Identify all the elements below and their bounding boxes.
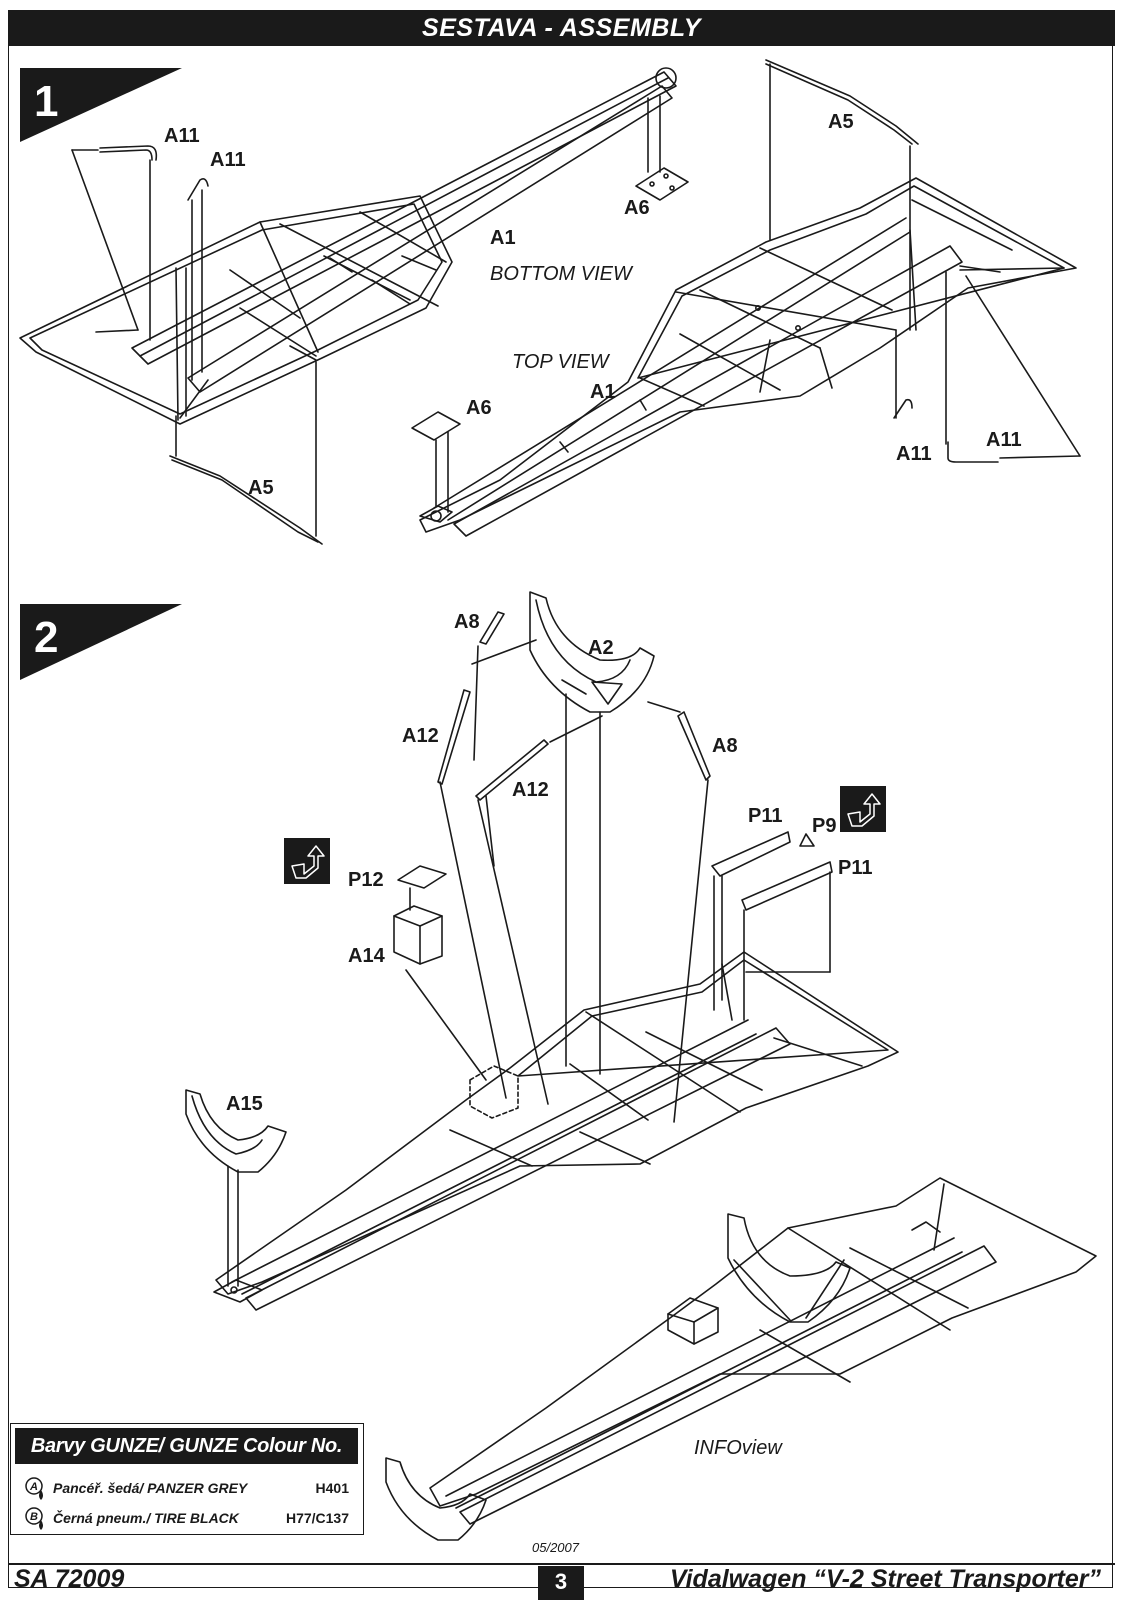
part-a6-bottom: [411, 411, 461, 513]
label-a12-mid: A12: [512, 779, 549, 801]
frame-bottom-view: [19, 67, 677, 425]
legend-title: Barvy GUNZE/ GUNZE Colour No.: [15, 1428, 358, 1464]
colour-legend: Barvy GUNZE/ GUNZE Colour No. A Pancéř. …: [10, 1423, 364, 1535]
frame-step2: [213, 951, 899, 1311]
label-a5-top: A5: [828, 111, 854, 133]
paint-drop-icon: A: [25, 1477, 43, 1500]
label-top-view: TOP VIEW: [512, 351, 611, 373]
label-a14: A14: [348, 945, 386, 967]
label-a11-4: A11: [986, 429, 1022, 451]
part-a15-cradle: [185, 1089, 287, 1287]
info-view-model: [385, 1177, 1097, 1541]
footer-rule: [8, 1563, 1115, 1565]
label-a15: A15: [226, 1093, 263, 1115]
paint-arrow-icon: [284, 838, 330, 884]
step-1-number: 1: [34, 77, 58, 126]
part-p11-p9: [711, 831, 833, 1021]
label-a2: A2: [588, 637, 614, 659]
kit-code: SA 72009: [14, 1565, 125, 1593]
legend-colour-name: Černá pneum./ TIRE BLACK: [53, 1510, 239, 1526]
part-p12-a14: [393, 865, 487, 1081]
frame-top-view: [419, 177, 1077, 537]
svg-text:B: B: [30, 1511, 38, 1523]
step-2-badge: 2: [20, 604, 182, 680]
label-a6-bottom: A6: [466, 397, 492, 419]
label-info-view: INFOview: [694, 1437, 783, 1459]
label-a1-bottom: A1: [490, 227, 516, 249]
label-a8-right: A8: [712, 735, 738, 757]
part-a11-left: [71, 145, 209, 381]
part-a5-bottom: [169, 361, 323, 545]
label-a11-2: A11: [210, 149, 246, 171]
label-p9: P9: [812, 815, 836, 837]
part-a11-right: [893, 271, 1081, 463]
label-a11-3: A11: [896, 443, 932, 465]
label-a6-top: A6: [624, 197, 650, 219]
label-a8-left: A8: [454, 611, 480, 633]
step-2-number: 2: [34, 613, 58, 662]
label-a12-left: A12: [402, 725, 439, 747]
header-bar: SESTAVA - ASSEMBLY: [8, 10, 1115, 46]
page-number: 3: [538, 1566, 584, 1600]
legend-row: A Pancéř. šedá/ PANZER GREY H401: [23, 1476, 353, 1502]
legend-row: B Černá pneum./ TIRE BLACK H77/C137: [23, 1506, 353, 1532]
label-bottom-view: BOTTOM VIEW: [490, 263, 634, 285]
issue-date: 05/2007: [532, 1540, 579, 1555]
label-p12: P12: [348, 869, 384, 891]
part-a2-cradle: [529, 591, 655, 1075]
paint-drop-icon: B: [25, 1507, 43, 1530]
label-a5-bottom: A5: [248, 477, 274, 499]
svg-text:A: A: [29, 1481, 38, 1493]
paint-arrow-icon: [840, 786, 886, 832]
kit-title: Vidalwagen “V-2 Street Transporter”: [669, 1565, 1101, 1593]
part-struts: [437, 611, 711, 1123]
legend-colour-code: H401: [315, 1480, 349, 1496]
part-a6-top: [635, 95, 689, 201]
legend-colour-code: H77/C137: [285, 1510, 349, 1526]
label-a11-1: A11: [164, 125, 200, 147]
step-1-badge: 1: [20, 68, 182, 142]
legend-colour-name: Pancéř. šedá/ PANZER GREY: [53, 1480, 248, 1496]
part-a5-top: [765, 59, 919, 331]
label-a1-top: A1: [590, 381, 616, 403]
header-title: SESTAVA - ASSEMBLY: [422, 14, 701, 42]
label-p11-top: P11: [748, 805, 782, 827]
label-p11-bottom: P11: [838, 857, 872, 879]
